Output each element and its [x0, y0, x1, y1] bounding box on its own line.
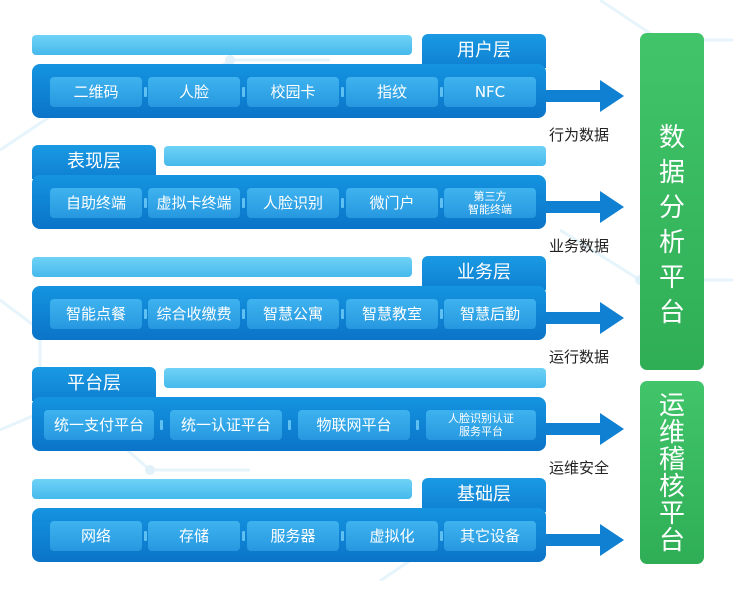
item-nfc[interactable]: NFC [444, 77, 536, 107]
arrow-right-icon [546, 524, 624, 556]
separator [440, 198, 443, 208]
item-micro-portal[interactable]: 微门户 [346, 188, 438, 218]
separator [144, 87, 147, 97]
flow-label-business-data: 业务数据 [549, 237, 610, 255]
layer-title: 用户层 [422, 34, 546, 68]
layer-title: 表现层 [32, 145, 156, 179]
item-smart-logistics[interactable]: 智慧后勤 [444, 299, 536, 329]
separator [341, 531, 344, 541]
item-line-2: 服务平台 [459, 425, 503, 438]
panel-char: 运 [658, 391, 685, 421]
layer-title: 平台层 [32, 367, 156, 401]
panel-char: 析 [658, 228, 685, 258]
layer-accent-bar [164, 368, 546, 388]
item-network[interactable]: 网络 [50, 521, 142, 551]
data-analysis-platform-panel[interactable]: 数 据 分 析 平 台 [640, 33, 704, 370]
layer-user: 用户层 二维码 人脸 校园卡 指纹 NFC [0, 34, 733, 154]
item-campus-card[interactable]: 校园卡 [247, 77, 339, 107]
separator [144, 309, 147, 319]
flow-label-operation-data: 运行数据 [549, 348, 610, 366]
separator [440, 531, 443, 541]
item-storage[interactable]: 存储 [148, 521, 240, 551]
panel-char: 平 [658, 499, 685, 529]
arrow-right-icon [546, 413, 624, 445]
item-fingerprint[interactable]: 指纹 [346, 77, 438, 107]
item-smart-apartment[interactable]: 智慧公寓 [247, 299, 339, 329]
panel-char: 维 [658, 418, 685, 448]
item-self-service-terminal[interactable]: 自助终端 [50, 188, 142, 218]
panel-char: 台 [658, 526, 685, 556]
item-virtual-card-terminal[interactable]: 虚拟卡终端 [148, 188, 240, 218]
layer-accent-bar [32, 257, 412, 277]
panel-char: 分 [658, 193, 685, 223]
item-line-1: 第三方 [473, 190, 507, 203]
ops-audit-platform-panel[interactable]: 运 维 稽 核 平 台 [640, 381, 704, 564]
separator [242, 309, 245, 319]
item-iot-platform[interactable]: 物联网平台 [298, 410, 410, 440]
layer-presentation: 表现层 自助终端 虚拟卡终端 人脸识别 微门户 第三方 智能终端 [0, 145, 733, 265]
layer-title: 业务层 [422, 256, 546, 290]
separator [144, 198, 147, 208]
layer-platform: 平台层 统一支付平台 统一认证平台 物联网平台 人脸识别认证 服务平台 [0, 367, 733, 487]
item-line-2: 智能终端 [468, 203, 512, 216]
separator [160, 420, 163, 430]
layer-business: 业务层 智能点餐 综合收缴费 智慧公寓 智慧教室 智慧后勤 [0, 256, 733, 376]
separator [341, 198, 344, 208]
item-server[interactable]: 服务器 [247, 521, 339, 551]
item-face[interactable]: 人脸 [148, 77, 240, 107]
layer-infrastructure: 基础层 网络 存储 服务器 虚拟化 其它设备 [0, 478, 733, 598]
arrow-right-icon [546, 191, 624, 223]
panel-char: 平 [658, 263, 685, 293]
separator [341, 87, 344, 97]
separator [440, 87, 443, 97]
flow-label-ops-security: 运维安全 [549, 459, 610, 477]
panel-char: 稽 [658, 445, 685, 475]
panel-char: 核 [658, 472, 685, 502]
item-third-party-terminal[interactable]: 第三方 智能终端 [444, 188, 536, 218]
separator [242, 198, 245, 208]
panel-char: 据 [658, 158, 685, 188]
item-face-auth-service[interactable]: 人脸识别认证 服务平台 [426, 410, 536, 440]
item-smart-ordering[interactable]: 智能点餐 [50, 299, 142, 329]
arrow-right-icon [546, 80, 624, 112]
item-unified-auth[interactable]: 统一认证平台 [170, 410, 282, 440]
layer-title: 基础层 [422, 478, 546, 512]
separator [242, 531, 245, 541]
separator [416, 420, 419, 430]
item-other-devices[interactable]: 其它设备 [444, 521, 536, 551]
flow-label-behavior-data: 行为数据 [549, 126, 610, 144]
item-line-1: 人脸识别认证 [448, 412, 514, 425]
item-payment-collection[interactable]: 综合收缴费 [148, 299, 240, 329]
panel-char: 台 [658, 298, 685, 328]
separator [288, 420, 291, 430]
layer-accent-bar [164, 146, 546, 166]
item-face-recognition[interactable]: 人脸识别 [247, 188, 339, 218]
item-unified-payment[interactable]: 统一支付平台 [44, 410, 154, 440]
layer-accent-bar [32, 479, 412, 499]
panel-char: 数 [658, 123, 685, 153]
separator [440, 309, 443, 319]
layer-accent-bar [32, 35, 412, 55]
separator [242, 87, 245, 97]
separator [144, 531, 147, 541]
item-virtualization[interactable]: 虚拟化 [346, 521, 438, 551]
separator [341, 309, 344, 319]
item-smart-classroom[interactable]: 智慧教室 [346, 299, 438, 329]
item-qrcode[interactable]: 二维码 [50, 77, 142, 107]
arrow-right-icon [546, 302, 624, 334]
